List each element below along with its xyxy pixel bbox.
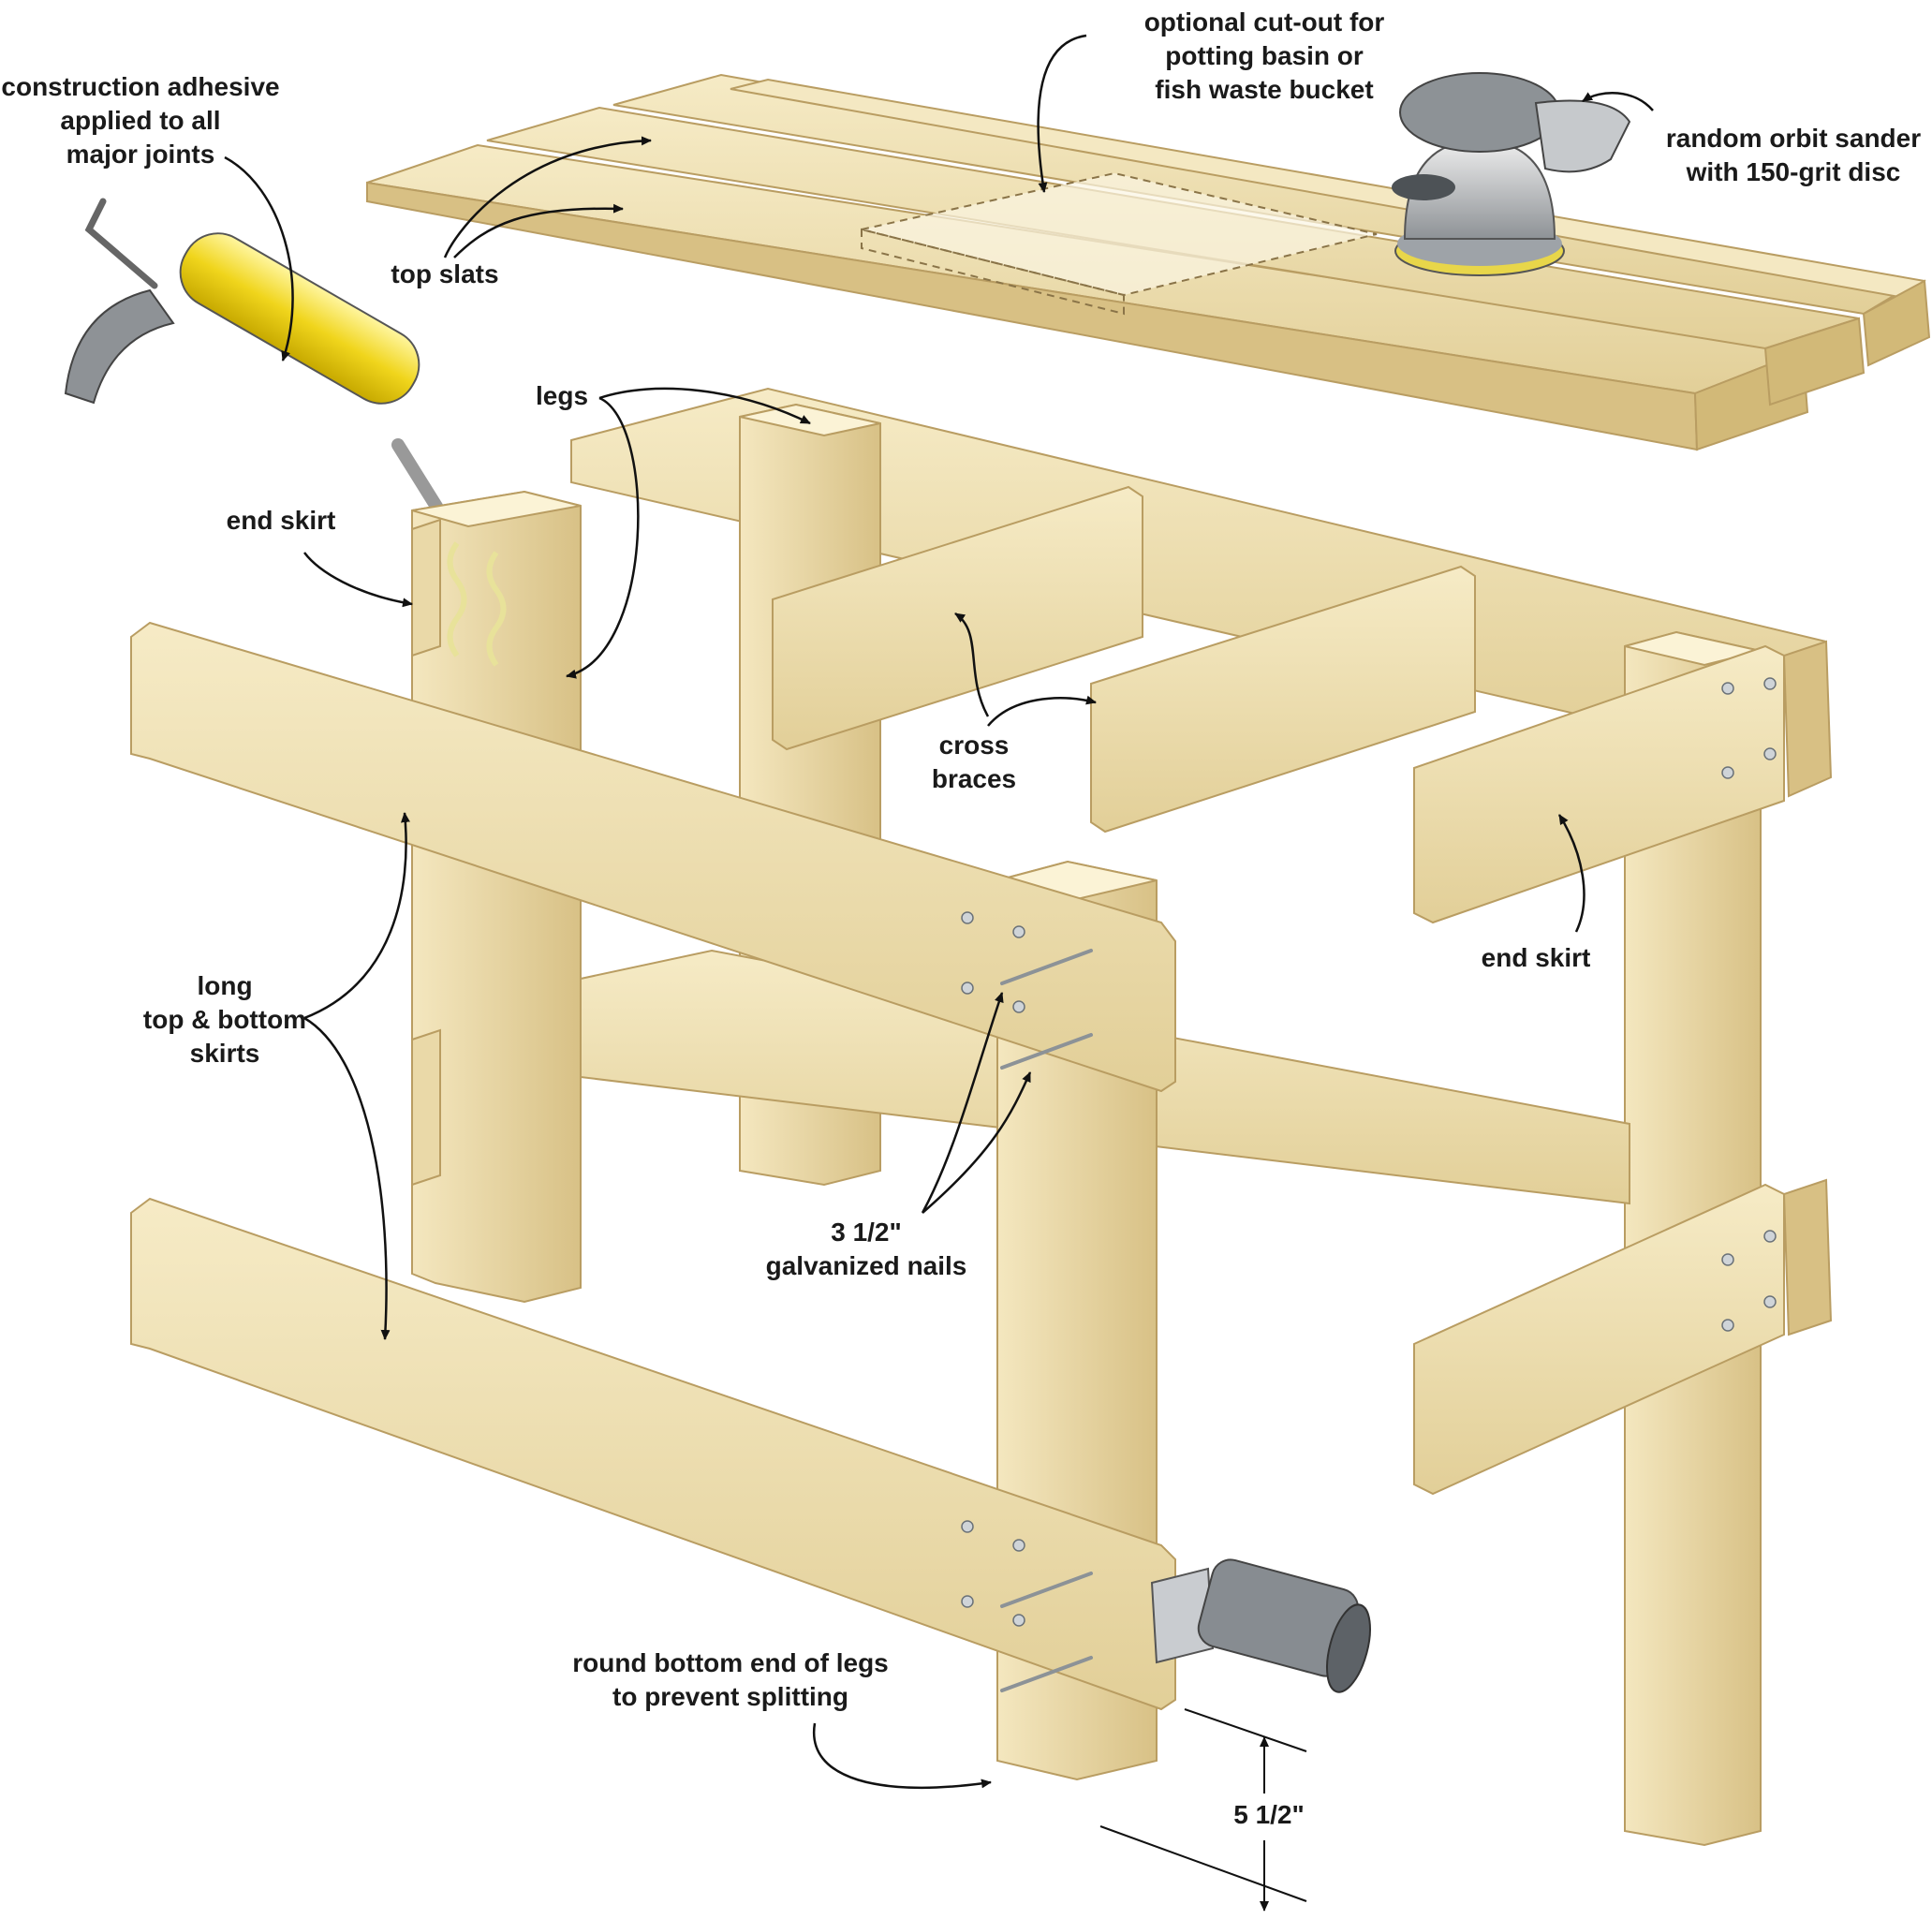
- label-line: to prevent splitting: [612, 1682, 848, 1711]
- left-end-skirt: [411, 518, 441, 657]
- dimension-lines: [1099, 1708, 1307, 1912]
- cutout-outline: [861, 228, 1125, 316]
- sander: [1392, 72, 1631, 276]
- label-line: legs: [535, 381, 589, 410]
- label-end-skirt-right: end skirt: [1466, 941, 1606, 975]
- right-end-skirt: [1413, 1183, 1785, 1496]
- label-line: optional cut-out for: [1143, 7, 1385, 37]
- label-line: 5 1/2": [1233, 1800, 1305, 1829]
- label-line: long: [197, 971, 253, 1000]
- leader-lines: [224, 34, 1654, 1790]
- label-round-bottom-legs: round bottom end of legs to prevent spli…: [562, 1646, 899, 1714]
- label-legs: legs: [520, 379, 604, 413]
- label-long-skirts: long top & bottom skirts: [126, 969, 323, 1070]
- nail-holes: [961, 677, 1777, 1627]
- label-line: potting basin or: [1165, 41, 1364, 70]
- label-construction-adhesive: construction adhesive applied to all maj…: [0, 70, 281, 171]
- leg: [411, 490, 582, 1304]
- label-line: skirts: [189, 1039, 260, 1068]
- top-slat: [1862, 279, 1931, 367]
- label-galvanized-nails: 3 1/2" galvanized nails: [754, 1216, 979, 1283]
- label-dimension: 5 1/2": [1217, 1798, 1320, 1832]
- label-optional-cutout: optional cut-out for potting basin or fi…: [1119, 6, 1409, 107]
- label-line: random orbit sander: [1665, 124, 1922, 153]
- label-line: braces: [931, 764, 1017, 793]
- caulk-gun: [64, 198, 457, 535]
- label-end-skirt-left: end skirt: [211, 504, 351, 538]
- label-line: end skirt: [1481, 943, 1591, 972]
- front-long-top-skirt: [130, 621, 1176, 1093]
- drill: [1150, 1558, 1371, 1693]
- label-line: end skirt: [226, 506, 336, 535]
- label-cross-braces: cross braces: [922, 729, 1025, 796]
- front-long-bottom-skirt: [130, 1197, 1176, 1711]
- label-line: top & bottom: [142, 1005, 307, 1034]
- label-line: 3 1/2": [831, 1218, 902, 1247]
- label-line: major joints: [66, 140, 215, 169]
- right-end-skirt: [1782, 640, 1833, 798]
- top-slats-group: [366, 73, 1931, 451]
- label-line: galvanized nails: [765, 1251, 967, 1280]
- label-line: round bottom end of legs: [572, 1648, 889, 1677]
- label-top-slats: top slats: [370, 258, 520, 291]
- label-line: construction adhesive: [1, 72, 280, 101]
- cutout-outline: [861, 171, 1378, 297]
- nails: [1000, 949, 1093, 1692]
- label-random-orbit-sander: random orbit sander with 150-grit disc: [1658, 122, 1929, 189]
- left-end-skirt: [411, 1028, 441, 1187]
- right-end-skirt: [1413, 644, 1785, 924]
- label-line: cross: [938, 731, 1010, 760]
- right-end-skirt: [1782, 1178, 1833, 1336]
- top-slat: [1763, 317, 1866, 406]
- label-line: top slats: [391, 259, 499, 288]
- cross-brace: [1090, 565, 1476, 834]
- label-line: with 150-grit disc: [1686, 157, 1901, 186]
- label-line: fish waste bucket: [1155, 75, 1374, 104]
- label-line: applied to all: [60, 106, 221, 135]
